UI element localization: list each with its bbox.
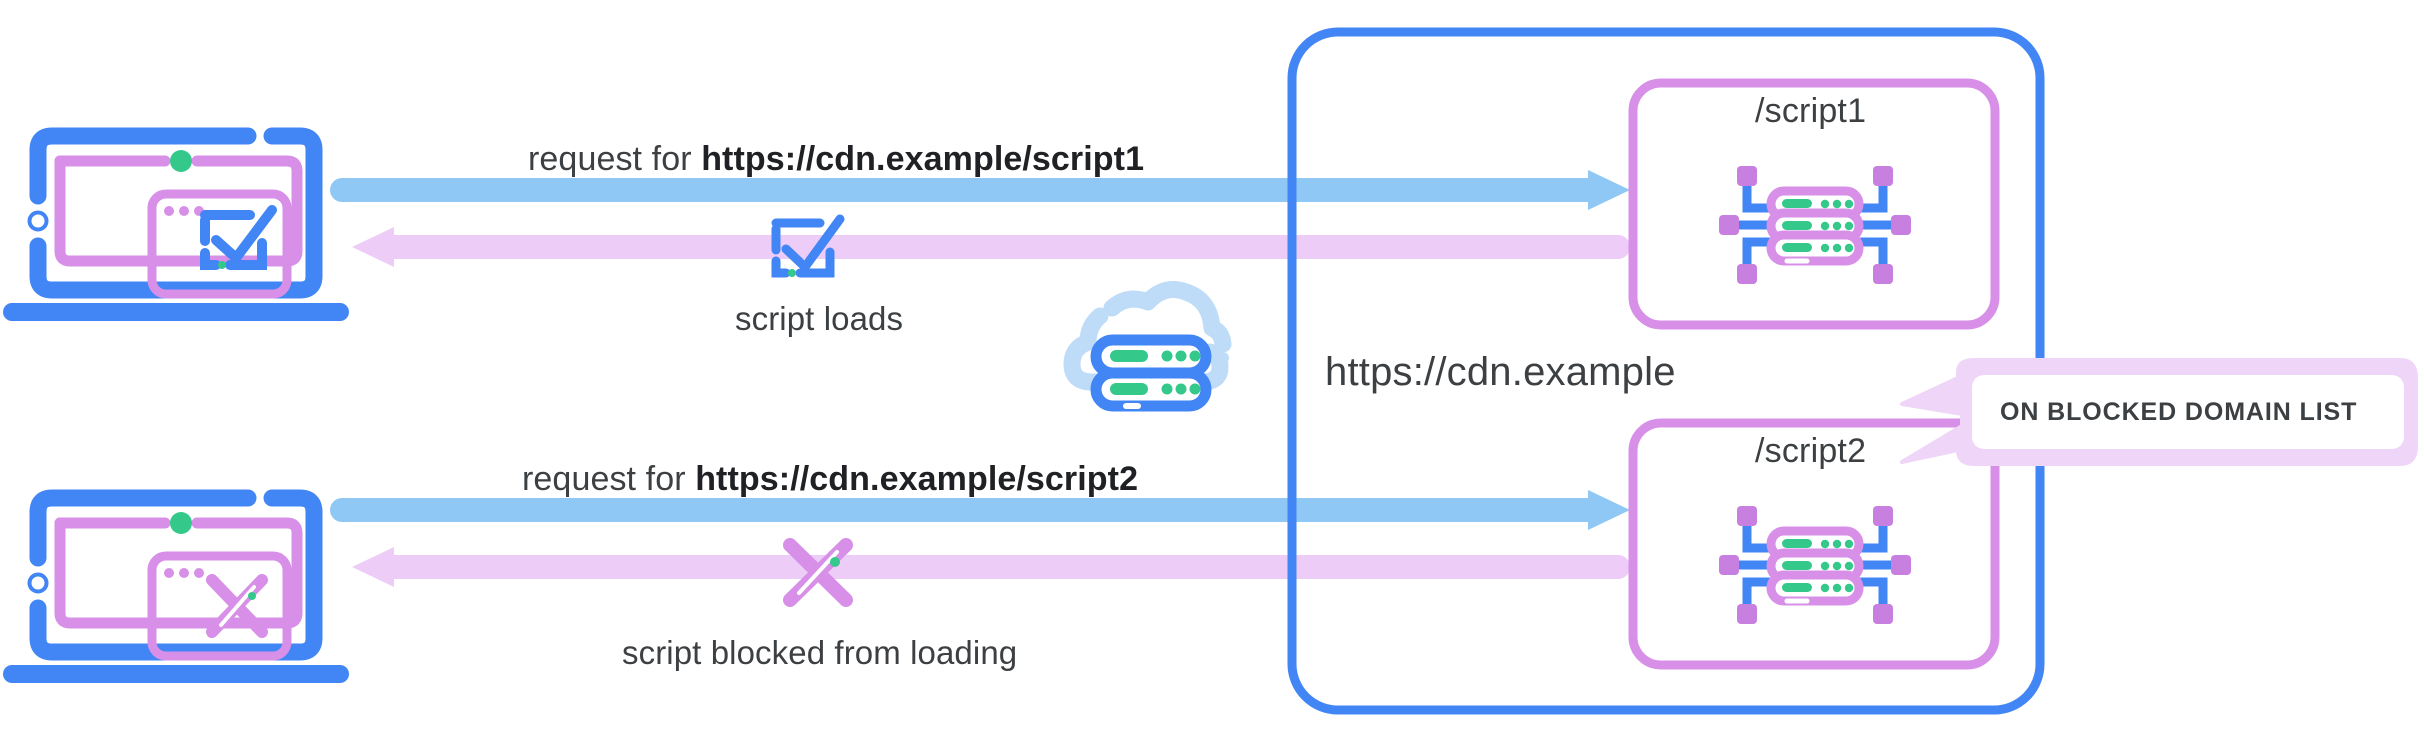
resource-label-script1: /script1 bbox=[1755, 92, 1867, 130]
cloud-server-icon bbox=[1063, 281, 1232, 412]
speech-bubble-icon bbox=[1900, 358, 2418, 466]
request-prefix-2: request for bbox=[522, 460, 696, 498]
arrow-response-script2 bbox=[352, 547, 1630, 587]
laptop-check-icon bbox=[3, 127, 349, 321]
client-laptop-blocked bbox=[0, 420, 370, 690]
response-arrow-2 bbox=[352, 547, 1630, 587]
cross-icon bbox=[783, 538, 853, 607]
request-arrow-1 bbox=[330, 170, 1630, 210]
request-url-2: https://cdn.example/script2 bbox=[695, 460, 1139, 498]
result-label-script1: script loads bbox=[735, 300, 904, 337]
cdn-domain-label: https://cdn.example bbox=[1325, 350, 1676, 394]
blocked-domain-callout-text: ON BLOCKED DOMAIN LIST bbox=[2000, 398, 2358, 426]
server-network-icon-script2 bbox=[1719, 506, 1911, 624]
client-laptop-allowed bbox=[0, 58, 370, 328]
blocked-domain-callout: ON BLOCKED DOMAIN LIST bbox=[1900, 358, 2424, 468]
request-label-script1: request for https://cdn.example/script1 bbox=[528, 140, 1144, 179]
request-arrow-2 bbox=[330, 490, 1630, 530]
check-box-icon bbox=[771, 214, 845, 278]
result-label-script2: script blocked from loading bbox=[622, 634, 1018, 671]
server-network-icon-script1 bbox=[1719, 166, 1911, 284]
response-arrow-1 bbox=[352, 227, 1630, 267]
arrow-request-script1 bbox=[330, 170, 1630, 210]
request-label-script2: request for https://cdn.example/script2 bbox=[522, 460, 1138, 499]
arrow-response-script1 bbox=[352, 227, 1630, 267]
laptop-cross-icon bbox=[3, 489, 349, 683]
request-url-1: https://cdn.example/script1 bbox=[701, 140, 1145, 178]
resource-label-script2: /script2 bbox=[1755, 432, 1867, 470]
arrow-request-script2 bbox=[330, 490, 1630, 530]
request-prefix-1: request for bbox=[528, 140, 702, 178]
